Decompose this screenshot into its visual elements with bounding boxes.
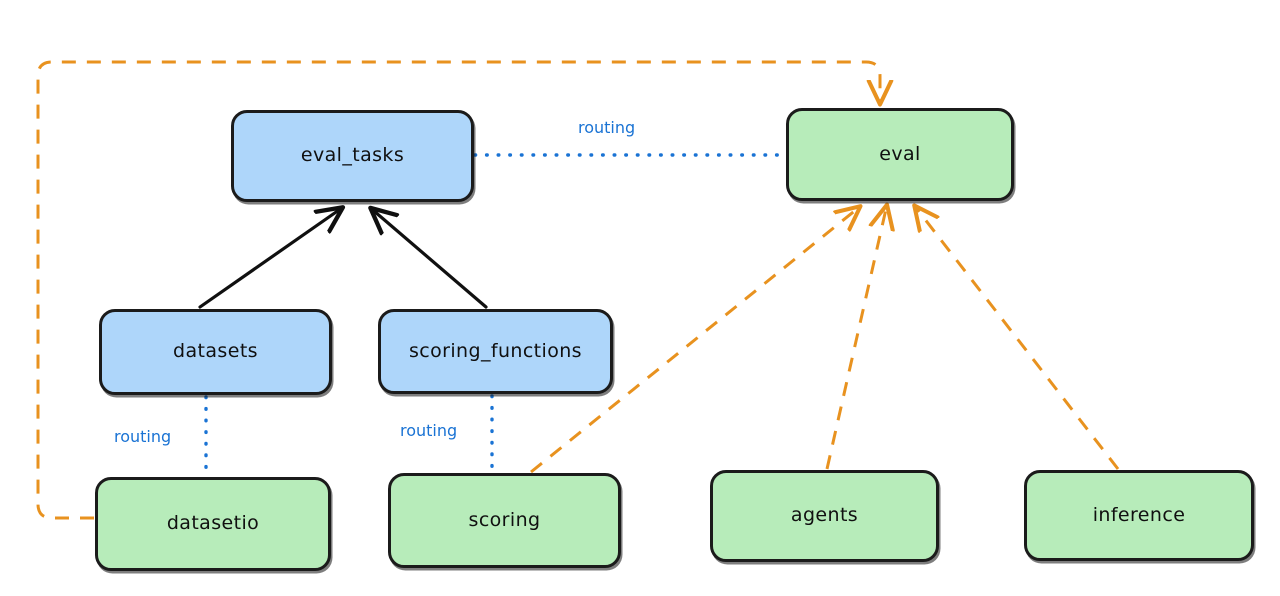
node-label-datasets: datasets — [173, 340, 258, 363]
node-label-datasetio: datasetio — [166, 512, 260, 535]
node-label-inference: inference — [1092, 503, 1186, 526]
edge-scoring-eval — [530, 209, 857, 474]
node-label-eval-tasks: eval_tasks — [300, 144, 405, 167]
node-scoring[interactable]: scoring — [388, 473, 621, 568]
node-inference[interactable]: inference — [1024, 470, 1254, 561]
node-scoring-functions[interactable]: scoring_functions — [378, 309, 613, 394]
node-label-eval: eval — [879, 142, 921, 165]
node-datasetio[interactable]: datasetio — [95, 477, 331, 571]
edge-datasets-eval_tasks — [198, 210, 339, 309]
edge-inference-eval — [917, 209, 1120, 470]
node-datasets[interactable]: datasets — [99, 309, 332, 395]
node-label-scoring: scoring — [468, 508, 541, 531]
node-label-scoring-functions: scoring_functions — [409, 339, 582, 362]
node-label-agents: agents — [790, 504, 859, 527]
edge-label-routing-datasets: routing — [114, 427, 172, 446]
node-eval[interactable]: eval — [786, 108, 1014, 201]
edge-label-routing-scoring-functions: routing — [400, 421, 458, 440]
edge-datasetio-eval — [36, 60, 880, 520]
node-agents[interactable]: agents — [710, 470, 939, 562]
edge-scoring_functions-eval_tasks — [374, 211, 488, 309]
edge-agents-eval — [825, 209, 886, 470]
node-eval-tasks[interactable]: eval_tasks — [231, 110, 474, 202]
edge-label-routing-eval-tasks: routing — [578, 118, 636, 137]
